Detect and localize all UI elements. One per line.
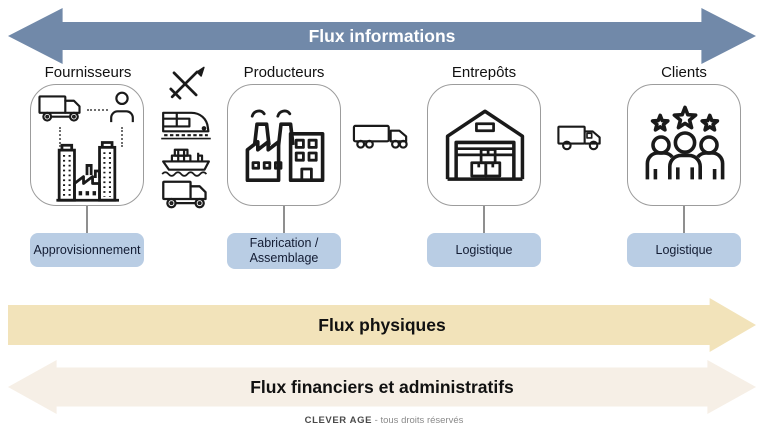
footer-credit: CLEVER AGE - tous droits réservés: [0, 415, 768, 426]
delivery-van-icon: [557, 125, 601, 151]
card-entrepots: [427, 84, 541, 206]
flux-physiques-label: Flux physiques: [318, 314, 446, 335]
customers-stars-icon: [645, 105, 725, 180]
dotted-link: [87, 109, 108, 111]
transport-modes-column: [156, 60, 216, 211]
connector-line: [483, 206, 485, 234]
label-fabrication-assemblage: Fabrication / Assemblage: [227, 233, 341, 269]
train-icon: [161, 111, 211, 140]
airplane-icon: [169, 66, 205, 100]
dotted-link: [59, 127, 61, 147]
connector-line: [86, 206, 88, 234]
connector-line: [283, 206, 285, 234]
city-buildings-icon: [56, 141, 119, 202]
factory-icon: [245, 109, 325, 182]
card-producteurs: [227, 84, 341, 206]
warehouse-icon: [445, 109, 525, 181]
card-fournisseurs: [30, 84, 144, 206]
semi-truck-icon: [352, 124, 408, 149]
flux-informations-arrow: Flux informations: [8, 8, 756, 64]
card-clients: [627, 84, 741, 206]
stage-title-fournisseurs: Fournisseurs: [44, 64, 132, 81]
label-logistique-entrepots: Logistique: [427, 233, 541, 267]
label-approvisionnement: Approvisionnement: [30, 233, 144, 267]
flux-physiques-arrow: Flux physiques: [8, 298, 756, 352]
flux-financiers-label: Flux financiers et administratifs: [250, 376, 514, 397]
flux-informations-label: Flux informations: [308, 25, 456, 46]
dotted-link: [121, 127, 123, 147]
footer-rights: - tous droits réservés: [374, 415, 464, 426]
cargo-ship-icon: [161, 148, 210, 177]
connector-line: [683, 206, 685, 234]
stage-title-clients: Clients: [661, 64, 707, 81]
stage-title-entrepots: Entrepôts: [451, 64, 517, 81]
stage-title-producteurs: Producteurs: [243, 64, 325, 81]
person-icon: [110, 91, 134, 123]
box-truck-icon: [162, 180, 207, 209]
box-truck-icon: [38, 95, 81, 122]
flux-financiers-arrow: Flux financiers et administratifs: [8, 360, 756, 414]
footer-brand: CLEVER AGE: [304, 415, 373, 426]
label-logistique-clients: Logistique: [627, 233, 741, 267]
